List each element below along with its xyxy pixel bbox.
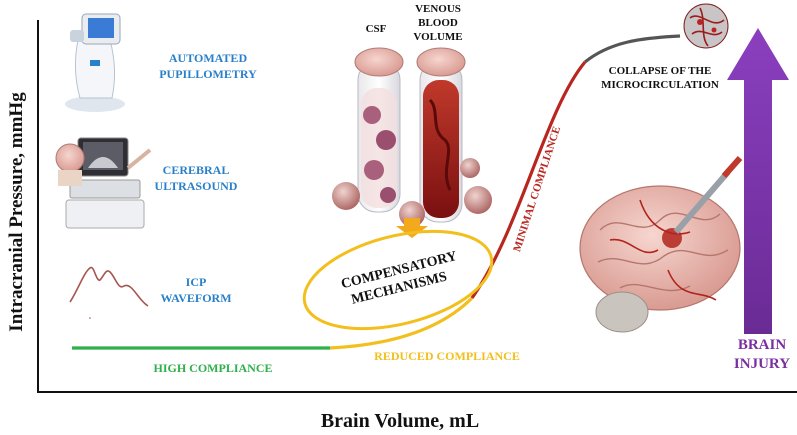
injured-brain-illustration <box>579 156 743 333</box>
x-axis-label: Brain Volume, mL <box>321 410 479 432</box>
compensatory-ellipse <box>302 229 494 331</box>
venous-label-line3: VOLUME <box>413 31 462 43</box>
collapse-label-line2: MICROCIRCULATION <box>601 79 719 91</box>
reduced-compliance-label: REDUCED COMPLIANCE <box>374 349 520 363</box>
collapse-label-line1: COLLAPSE OF THE <box>609 65 712 77</box>
csf-label: CSF <box>366 23 387 35</box>
brain-injury-label-line2: INJURY <box>734 356 790 372</box>
icp-label-line2: WAVEFORM <box>160 291 231 305</box>
brain-injury-arrow <box>727 28 789 334</box>
minimal-compliance-label: MINIMAL COMPLIANCE <box>511 125 563 253</box>
brain-injury-label-line1: BRAIN <box>738 337 787 353</box>
icp-label-line1: ICP <box>186 275 207 289</box>
pupillometry-label-line1: AUTOMATED <box>169 51 248 65</box>
icp-waveform-dot <box>89 317 91 319</box>
brain-blobs-illustration <box>332 158 492 227</box>
high-compliance-label: HIGH COMPLIANCE <box>153 361 272 375</box>
csf-tube-illustration <box>354 47 404 213</box>
ultrasound-label-line1: CEREBRAL <box>163 163 230 177</box>
venous-label-line2: BLOOD <box>418 17 458 29</box>
y-axis-label: Intracranial Pressure, mmHg <box>6 92 27 332</box>
collapse-segment <box>584 34 681 64</box>
minimal-compliance-segment <box>470 60 587 299</box>
microcirculation-sphere-illustration <box>683 3 729 49</box>
pupillometry-label-line2: PUPILLOMETRY <box>159 67 257 81</box>
ultrasound-illustration <box>55 137 152 229</box>
pupillometer-illustration <box>65 13 125 112</box>
down-arrow-icon <box>396 218 428 238</box>
venous-tube-illustration <box>416 47 466 223</box>
reduced-compliance-segment <box>329 296 474 350</box>
ultrasound-label-line2: ULTRASOUND <box>155 179 238 193</box>
venous-label-line1: VENOUS <box>415 3 461 15</box>
icp-waveform-trace <box>69 266 149 307</box>
